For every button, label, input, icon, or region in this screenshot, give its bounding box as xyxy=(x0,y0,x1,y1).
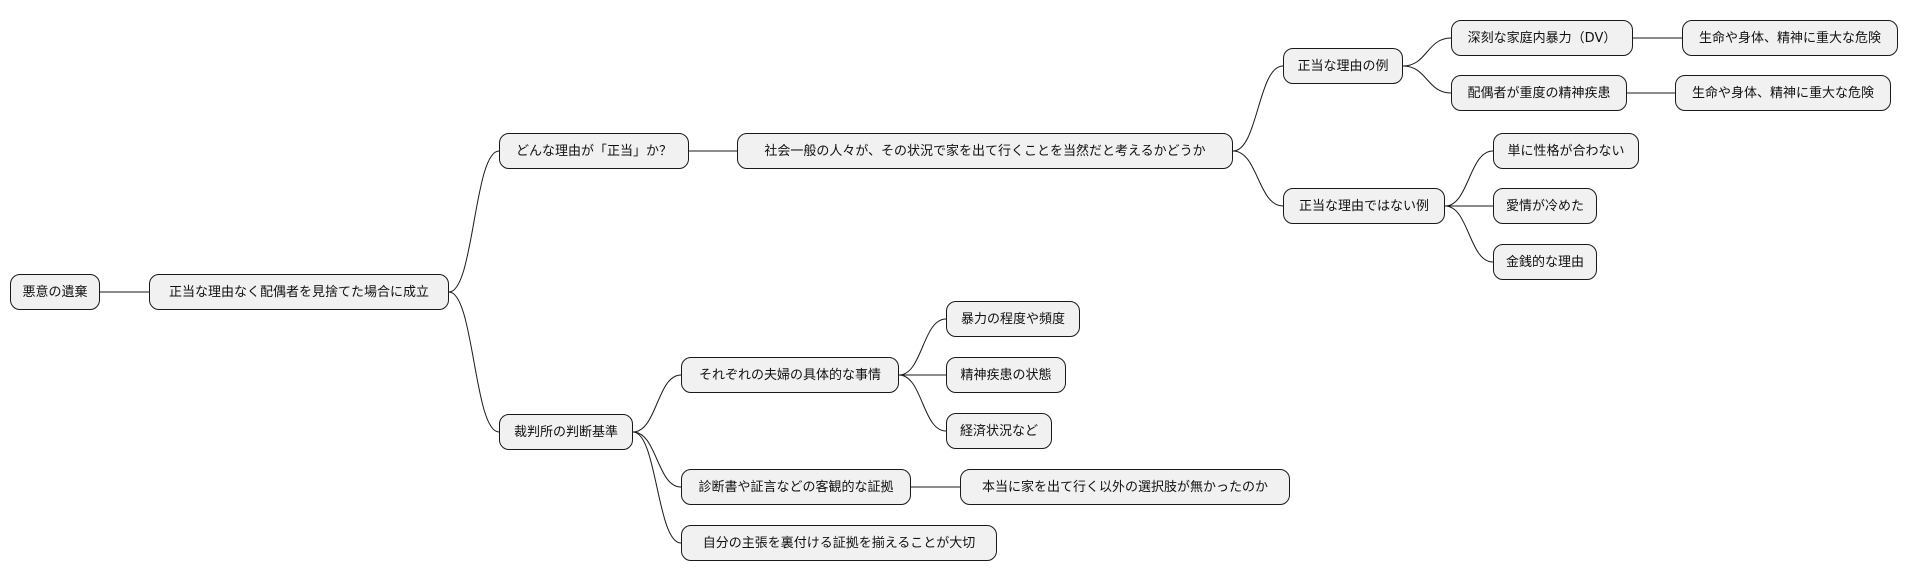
node-violence-degree: 暴力の程度や頻度 xyxy=(946,301,1080,337)
node-personality-mismatch: 単に性格が合わない xyxy=(1493,133,1639,169)
connector-crit-circ xyxy=(632,374,682,433)
connector-crit-evid xyxy=(632,431,682,488)
node-just-examples: 正当な理由の例 xyxy=(1283,48,1403,84)
node-court-criteria: 裁判所の判断基準 xyxy=(499,414,633,450)
node-couple-circumstances: それぞれの夫婦の具体的な事情 xyxy=(681,357,899,393)
node-no-other-choice: 本当に家を出て行く以外の選択肢が無かったのか xyxy=(960,469,1290,505)
connector-main-q xyxy=(448,150,500,293)
connector-circ-econ xyxy=(898,374,947,432)
node-economic-situation: 経済状況など xyxy=(946,413,1052,449)
connector-crit-prove xyxy=(632,431,682,544)
node-objective-evidence: 診断書や証言などの客観的な証拠 xyxy=(681,469,911,505)
node-financial-reason: 金銭的な理由 xyxy=(1493,244,1597,280)
connector-notjust-money xyxy=(1444,205,1494,263)
node-main-condition: 正当な理由なく配偶者を見捨てた場合に成立 xyxy=(149,274,449,310)
node-dv-danger: 生命や身体、精神に重大な危険 xyxy=(1682,20,1898,56)
node-social-view: 社会一般の人々が、その状況で家を出て行くことを当然だと考えるかどうか xyxy=(737,133,1233,169)
node-illness-state: 精神疾患の状態 xyxy=(946,357,1066,393)
node-mental-illness: 配偶者が重度の精神疾患 xyxy=(1451,75,1627,111)
connector-main-crit xyxy=(448,291,500,433)
node-not-just-examples: 正当な理由ではない例 xyxy=(1283,188,1445,224)
node-domestic-violence: 深刻な家庭内暴力（DV） xyxy=(1451,20,1633,56)
node-root: 悪意の遺棄 xyxy=(10,274,100,310)
connector-just-dv xyxy=(1402,37,1452,67)
connector-notjust-pers xyxy=(1444,150,1494,207)
node-what-is-just: どんな理由が「正当」か？ xyxy=(499,133,689,169)
node-illness-danger: 生命や身体、精神に重大な危険 xyxy=(1675,75,1891,111)
connector-circ-viol xyxy=(898,318,947,376)
node-gather-evidence: 自分の主張を裏付ける証拠を揃えることが大切 xyxy=(681,525,997,561)
connector-social-just xyxy=(1232,65,1284,152)
node-love-cooled: 愛情が冷めた xyxy=(1493,188,1597,224)
connector-social-notjust xyxy=(1232,150,1284,207)
connector-just-ill xyxy=(1402,65,1452,94)
